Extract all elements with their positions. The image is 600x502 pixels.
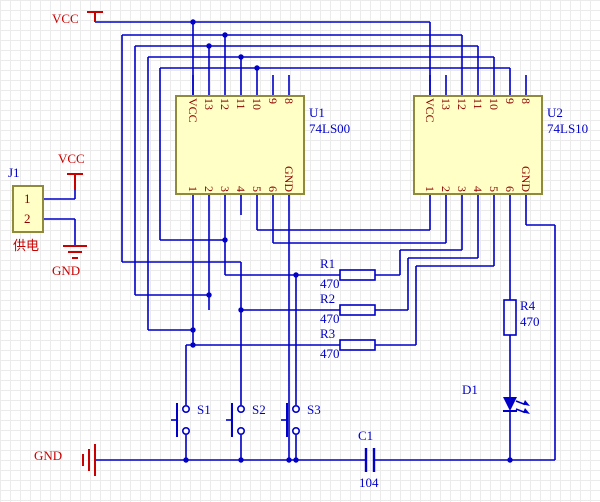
connector-j1-body[interactable] <box>12 185 44 233</box>
u1-bot-pin-2: 3 <box>218 186 232 192</box>
u1-part-label: 74LS00 <box>309 121 351 136</box>
u2-bot-pin-4: 5 <box>487 186 501 192</box>
r2-ref-label: R2 <box>320 291 336 306</box>
u1-top-pin-6: 8 <box>282 98 296 104</box>
u1-top-pin-0: VCC <box>186 98 200 123</box>
j1-ref-label: J1 <box>8 165 20 180</box>
r4-value-label: 470 <box>520 314 540 329</box>
u2-bot-pin-5: 6 <box>503 186 517 192</box>
j1-caption-label: 供电 <box>13 238 40 253</box>
resistor-r3[interactable] <box>339 339 376 351</box>
u2-part-label: 74LS10 <box>547 121 589 136</box>
led-d1[interactable] <box>503 397 530 414</box>
u2-top-pin-4: 10 <box>487 98 501 110</box>
s1-ref-label: S1 <box>197 402 211 417</box>
resistor-r2[interactable] <box>339 304 376 316</box>
u2-top-pin-3: 11 <box>471 98 485 110</box>
s2-ref-label: S2 <box>252 402 266 417</box>
u1-bot-pin-6: GND <box>282 166 296 192</box>
vcc-power-symbol-j1[interactable] <box>67 173 83 190</box>
r2-value-label: 470 <box>320 311 340 326</box>
wires <box>44 21 556 461</box>
u2-top-pin-1: 13 <box>439 98 453 110</box>
r3-value-label: 470 <box>320 346 340 361</box>
u2-top-pin-6: 8 <box>519 98 533 104</box>
ground-symbol-j1[interactable] <box>63 245 87 259</box>
u2-top-pin-2: 12 <box>455 98 469 110</box>
vcc-power-symbol-main[interactable] <box>87 11 103 22</box>
u2-top-pin-5: 9 <box>503 98 517 104</box>
wire-path <box>44 21 556 461</box>
gnd-main-label: GND <box>34 448 63 463</box>
r1-value-label: 470 <box>320 276 340 291</box>
u2-bot-pin-0: 1 <box>423 186 437 192</box>
u1-top-pin-5: 9 <box>266 98 280 104</box>
j1-pin2-label: 2 <box>24 211 31 226</box>
u2-bot-pin-6: GND <box>519 166 533 192</box>
switch-s2[interactable] <box>226 403 246 437</box>
u2-top-pin-0: VCC <box>423 98 437 123</box>
ic-u2-body[interactable] <box>413 95 543 195</box>
u1-bot-pin-4: 5 <box>250 186 264 192</box>
u2-ref-label: U2 <box>547 105 563 120</box>
c1-ref-label: C1 <box>358 428 374 443</box>
vcc-connector-label: VCC <box>58 151 85 166</box>
u1-bot-pin-1: 2 <box>202 186 216 192</box>
j1-pin1-label: 1 <box>24 191 31 206</box>
u1-top-pin-3: 11 <box>234 98 248 110</box>
capacitor-c1[interactable] <box>364 448 376 472</box>
s3-ref-label: S3 <box>307 402 321 417</box>
vcc-main-label: VCC <box>52 11 79 26</box>
u1-top-pin-2: 12 <box>218 98 232 110</box>
u2-bot-pin-2: 3 <box>455 186 469 192</box>
junction-dots <box>183 19 513 463</box>
u1-bot-pin-3: 4 <box>234 186 248 192</box>
u1-bot-pin-0: 1 <box>186 186 200 192</box>
r3-ref-label: R3 <box>320 326 336 341</box>
resistor-r4[interactable] <box>503 299 517 336</box>
u1-top-pin-1: 13 <box>202 98 216 110</box>
switch-s3[interactable] <box>281 403 300 437</box>
u1-top-pin-4: 10 <box>250 98 264 110</box>
r1-ref-label: R1 <box>320 256 336 271</box>
ic-pin-stubs <box>192 75 527 215</box>
u2-bot-pin-3: 4 <box>471 186 485 192</box>
switch-s1[interactable] <box>171 403 191 437</box>
c1-value-label: 104 <box>359 475 379 490</box>
r4-ref-label: R4 <box>520 298 536 313</box>
d1-ref-label: D1 <box>462 382 478 397</box>
ic-u1-body[interactable] <box>175 95 305 195</box>
gnd-connector-label: GND <box>52 263 81 278</box>
u1-bot-pin-5: 6 <box>266 186 280 192</box>
u1-ref-label: U1 <box>309 105 325 120</box>
resistor-r1[interactable] <box>339 269 376 281</box>
u2-bot-pin-1: 2 <box>439 186 453 192</box>
ground-symbol-main[interactable] <box>82 444 96 476</box>
